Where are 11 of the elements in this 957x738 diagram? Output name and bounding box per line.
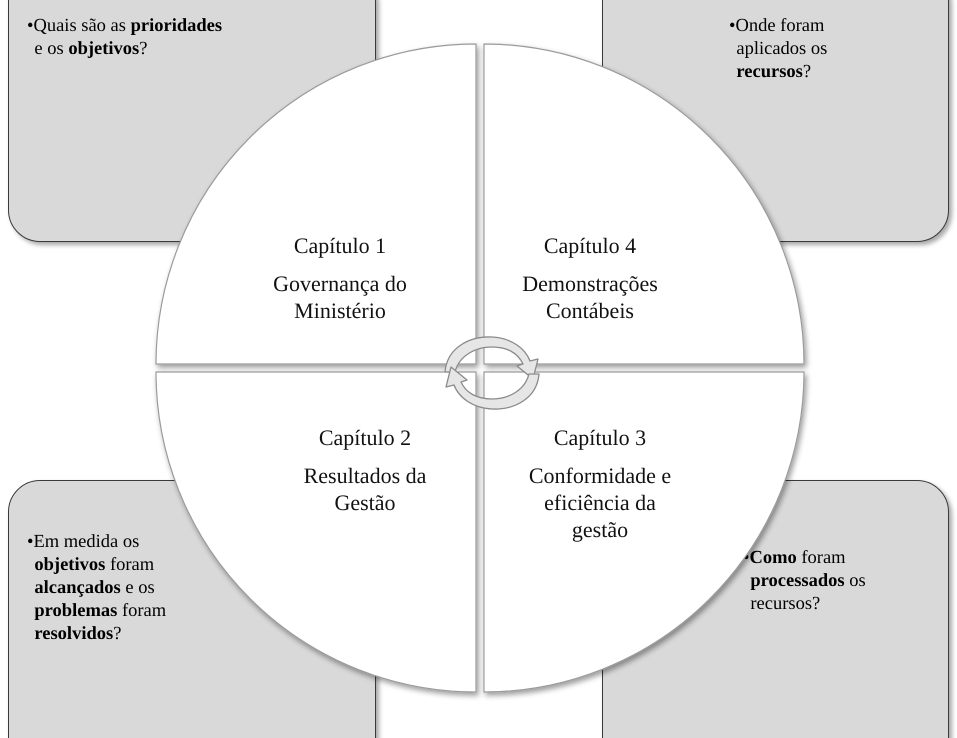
chapter-title: Resultados da Gestão [302,462,428,516]
chapter-title: Governança do Ministério [272,270,408,324]
question-text: •Quais são as prioridades e os objetivos? [27,15,224,61]
chapter-number: Capítulo 3 [552,424,648,451]
chapter-title: Conformidade e eficiência da gestão [528,462,672,543]
chapter-number: Capítulo 4 [542,232,638,259]
chapter-number: Capítulo 2 [318,424,412,451]
question-text: •Em medida os objetivos foram alcançados e os problemas foram resolvidos? [27,531,168,646]
question-text: •Onde foram aplicados os recursos? [729,15,828,84]
chapter-number: Capítulo 1 [292,232,388,259]
chapter-title: Demonstrações Contábeis [521,270,659,324]
